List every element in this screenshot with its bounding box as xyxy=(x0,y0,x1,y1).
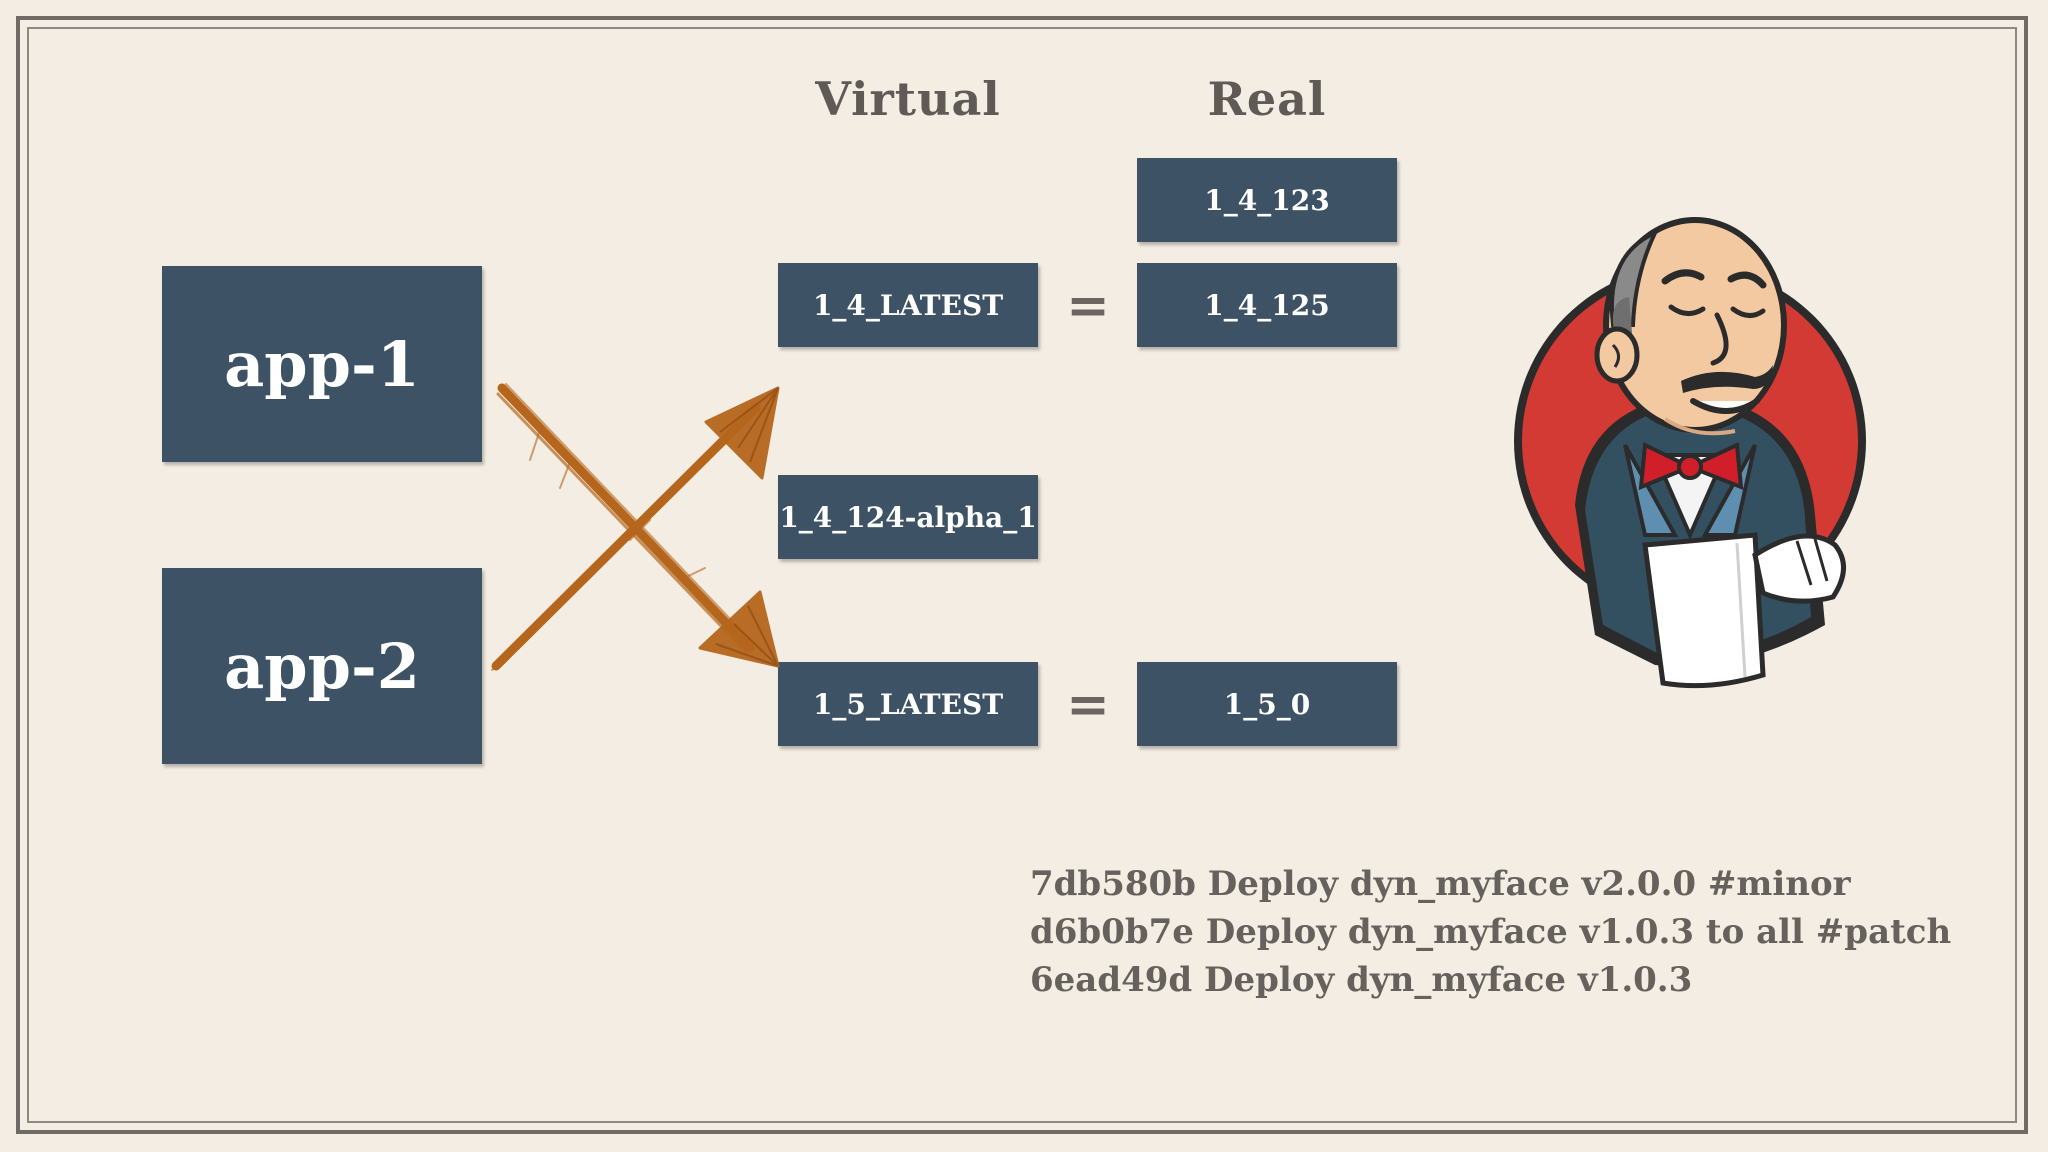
real-version-label: 1_4_125 xyxy=(1204,288,1330,322)
commit-line: d6b0b7e Deploy dyn_myface v1.0.3 to all … xyxy=(1030,912,1952,952)
virtual-version-label: 1_4_124-alpha_1 xyxy=(779,500,1037,534)
virtual-version-label: 1_4_LATEST xyxy=(812,288,1004,322)
real-version-1-4-123: 1_4_123 xyxy=(1137,158,1397,242)
equals-sign: = xyxy=(1066,276,1110,336)
app-1-label: app-1 xyxy=(224,327,420,401)
jenkins-butler-icon xyxy=(1514,217,1866,689)
real-header: Real xyxy=(1207,72,1327,126)
commit-line: 7db580b Deploy dyn_myface v2.0.0 #minor xyxy=(1030,864,1851,904)
equals-sign: = xyxy=(1066,675,1110,735)
app-2-box: app-2 xyxy=(162,568,482,764)
virtual-version-label: 1_5_LATEST xyxy=(812,687,1004,721)
virtual-version-1-5-latest: 1_5_LATEST xyxy=(778,662,1038,746)
real-version-label: 1_4_123 xyxy=(1204,183,1330,217)
real-version-1-5-0: 1_5_0 xyxy=(1137,662,1397,746)
app-2-label: app-2 xyxy=(224,629,420,703)
commit-line: 6ead49d Deploy dyn_myface v1.0.3 xyxy=(1030,960,1693,1000)
virtual-version-1-4-latest: 1_4_LATEST xyxy=(778,263,1038,347)
commit-log: 7db580b Deploy dyn_myface v2.0.0 #minor … xyxy=(1030,860,1952,1004)
crossing-arrows-icon xyxy=(491,383,780,671)
slide-frame-inner xyxy=(27,27,2017,1123)
slide-frame-outer xyxy=(16,16,2028,1134)
app-1-box: app-1 xyxy=(162,266,482,462)
virtual-header: Virtual xyxy=(815,72,1001,126)
virtual-version-1-4-124-alpha: 1_4_124-alpha_1 xyxy=(778,475,1038,559)
real-version-1-4-125: 1_4_125 xyxy=(1137,263,1397,347)
real-version-label: 1_5_0 xyxy=(1223,687,1311,721)
